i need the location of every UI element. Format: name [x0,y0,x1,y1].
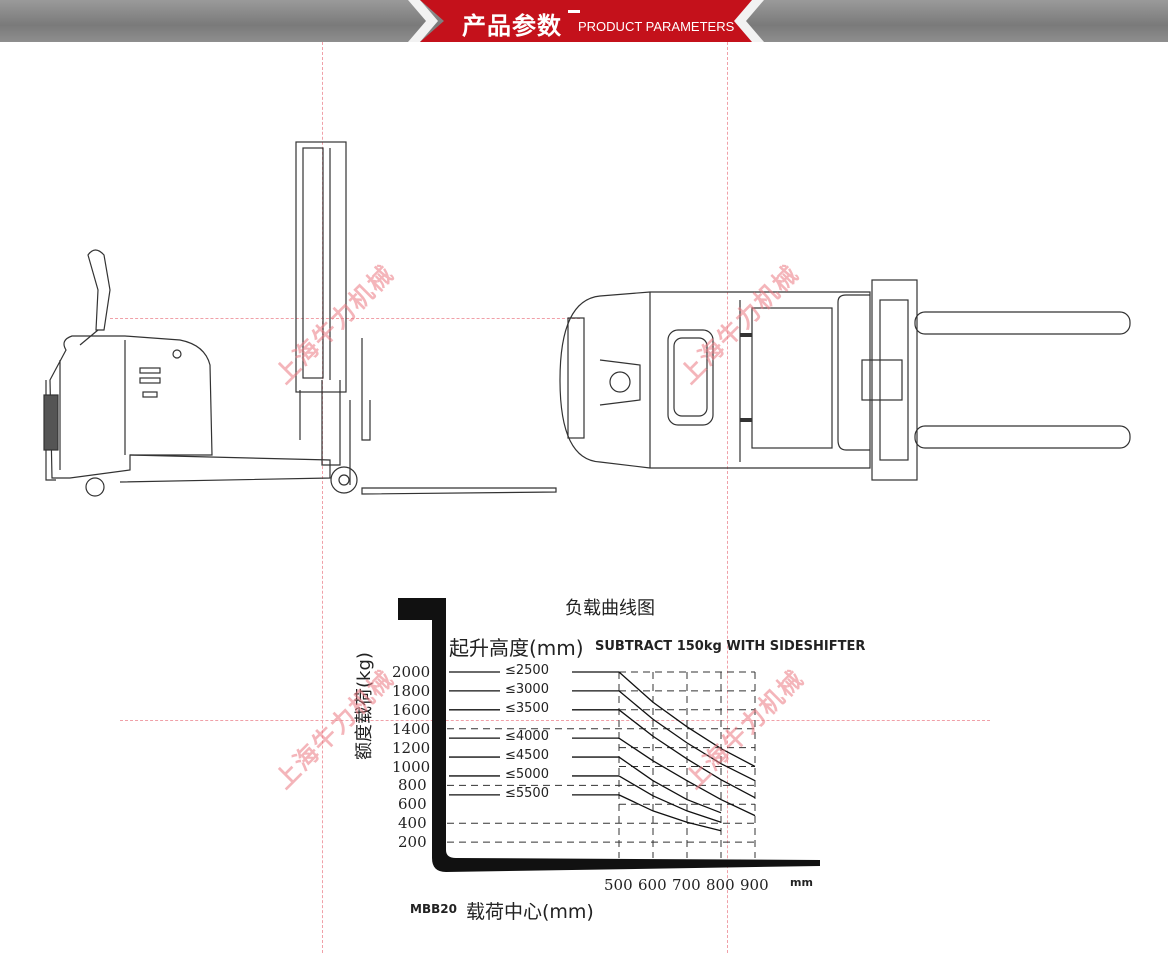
series-label: ≤5500 [505,785,549,801]
y-tick-label: 1000 [392,757,431,776]
series-curve [618,709,756,799]
chart-xlabel: 载荷中心(mm) [466,901,594,923]
guide-line [120,720,990,721]
x-tick-label: 600 [638,876,667,894]
series-curve [618,690,756,782]
x-tick-label: 900 [740,876,769,894]
y-tick-label: 800 [398,776,427,795]
y-tick-label: 600 [398,795,427,814]
chart-title: 负载曲线图 [565,598,655,619]
header-banner [420,0,762,42]
chart-axis-frame [398,598,820,872]
series-curve [618,794,722,832]
series-curve [618,756,722,814]
header-title-en: PRODUCT PARAMETERS [578,19,735,34]
y-tick-label: 1400 [392,719,431,738]
series-label: ≤5000 [505,766,549,782]
guide-line [322,42,323,953]
chart-note: SUBTRACT 150kg WITH SIDESHIFTER [595,639,866,654]
chart-xunit: mm [790,876,813,889]
chart-series-header: 起升高度(mm) [449,636,584,660]
series-label: ≤4500 [505,748,549,764]
x-tick-label: 500 [604,876,633,894]
series-curve [618,775,722,823]
series-curve [618,671,756,768]
y-tick-label: 1800 [392,681,431,700]
chart-model: MBB20 [410,902,457,916]
y-tick-label: 400 [398,814,427,833]
y-tick-label: 200 [398,833,427,852]
x-tick-label: 700 [672,876,701,894]
guide-line [727,42,728,953]
x-tick-label: 800 [706,876,735,894]
header-dash [568,10,580,13]
series-label: ≤3000 [505,681,549,697]
series-label: ≤2500 [505,663,549,678]
y-tick-label: 1200 [392,738,431,757]
guide-line [110,318,580,319]
header-title-cn: 产品参数 [462,12,562,40]
series-curve [618,737,756,817]
series-label: ≤4000 [505,729,549,745]
series-label: ≤3500 [505,700,549,716]
y-tick-label: 2000 [392,663,431,681]
y-tick-label: 1600 [392,700,431,719]
